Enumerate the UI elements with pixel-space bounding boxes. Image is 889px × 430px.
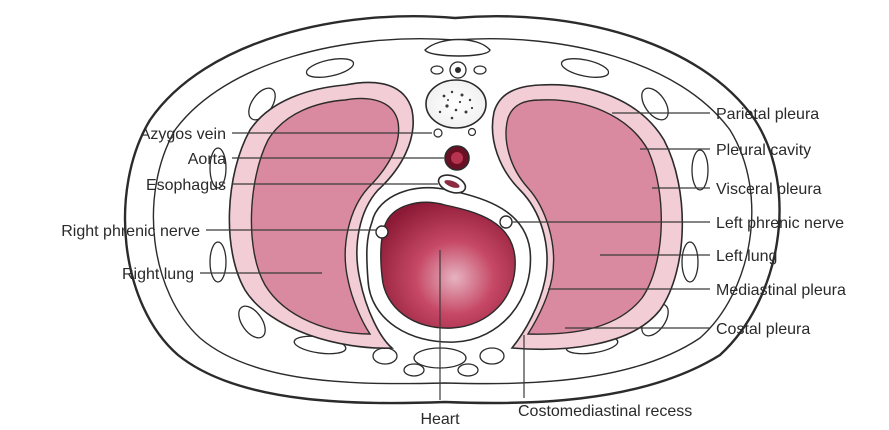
label-mediastinal-pleura: Mediastinal pleura — [716, 282, 846, 299]
label-aorta: Aorta — [188, 151, 226, 168]
label-right-lung: Right lung — [122, 266, 194, 283]
label-left-lung: Left lung — [716, 248, 777, 265]
label-right-phrenic-nerve: Right phrenic nerve — [61, 223, 200, 240]
label-parietal-pleura: Parietal pleura — [716, 106, 819, 123]
aorta-lumen — [451, 152, 463, 164]
thoracic-duct — [469, 129, 476, 136]
left-phrenic-nerve — [500, 216, 512, 228]
right-phrenic-nerve — [376, 226, 388, 238]
label-esophagus: Esophagus — [146, 177, 226, 194]
label-costomediastinal-recess: Costomediastinal recess — [518, 403, 692, 420]
label-pleural-cavity: Pleural cavity — [716, 142, 811, 159]
label-azygos-vein: Azygos vein — [140, 126, 226, 143]
label-costal-pleura: Costal pleura — [716, 321, 810, 338]
label-left-phrenic-nerve: Left phrenic nerve — [716, 215, 844, 232]
label-heart: Heart — [420, 411, 460, 428]
azygos-vein — [434, 129, 442, 137]
label-visceral-pleura: Visceral pleura — [716, 181, 822, 198]
